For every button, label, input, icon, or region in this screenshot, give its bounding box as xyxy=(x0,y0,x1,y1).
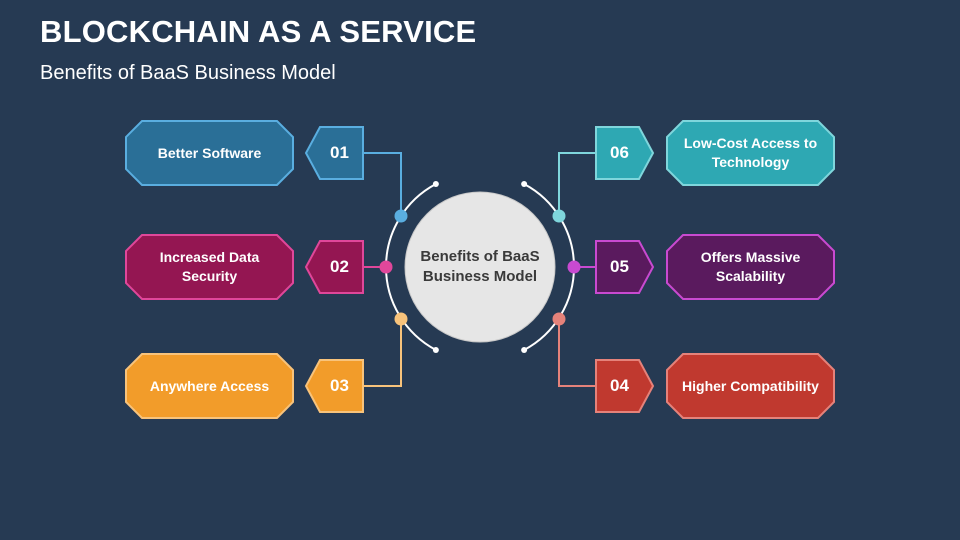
connector-dot-06 xyxy=(552,209,566,223)
slide-subtitle: Benefits of BaaS Business Model xyxy=(40,62,336,84)
connector-line-06 xyxy=(558,152,596,216)
benefit-box-06 xyxy=(666,120,835,186)
connector-dot-05 xyxy=(567,260,581,274)
connector-dot-04 xyxy=(552,312,566,326)
center-label: Benefits of BaaS Business Model xyxy=(420,248,540,285)
benefit-label-03: Anywhere Access xyxy=(149,377,270,394)
number-tag-01 xyxy=(304,126,364,180)
connector-dot-01 xyxy=(394,209,408,223)
benefit-number-03: 03 xyxy=(330,376,349,395)
number-tag-02 xyxy=(304,240,364,294)
slide-title: BLOCKCHAIN AS A SERVICE xyxy=(40,14,477,49)
benefit-number-05: 05 xyxy=(610,257,629,276)
benefit-number-01: 01 xyxy=(330,143,349,162)
number-tag-06 xyxy=(595,126,655,180)
benefit-label-06: Low-Cost Access to Technology xyxy=(683,135,818,170)
benefit-box-04 xyxy=(666,353,835,419)
benefit-label-05: Offers Massive Scalability xyxy=(700,249,801,284)
benefit-number-02: 02 xyxy=(330,257,349,276)
benefit-label-01: Better Software xyxy=(157,144,262,161)
connector-line-04 xyxy=(558,319,596,387)
center-circle xyxy=(404,191,556,343)
benefit-box-01 xyxy=(125,120,294,186)
arc-end-dot xyxy=(432,346,439,353)
benefit-label-04: Higher Compatibility xyxy=(682,377,819,394)
benefit-label-02: Increased Data Security xyxy=(159,249,260,284)
arc-end-dot xyxy=(521,346,528,353)
connector-line-03 xyxy=(363,319,402,387)
benefit-box-05 xyxy=(666,234,835,300)
connector-dot-03 xyxy=(394,312,408,326)
number-tag-04 xyxy=(595,359,655,413)
connector-line-01 xyxy=(363,152,402,216)
arc-end-dot xyxy=(432,181,439,188)
benefit-number-06: 06 xyxy=(610,143,629,162)
arc-end-dot xyxy=(521,181,528,188)
benefit-number-04: 04 xyxy=(610,376,629,395)
connector-dot-02 xyxy=(379,260,393,274)
number-tag-03 xyxy=(304,359,364,413)
benefit-box-02 xyxy=(125,234,294,300)
benefit-box-03 xyxy=(125,353,294,419)
number-tag-05 xyxy=(595,240,655,294)
